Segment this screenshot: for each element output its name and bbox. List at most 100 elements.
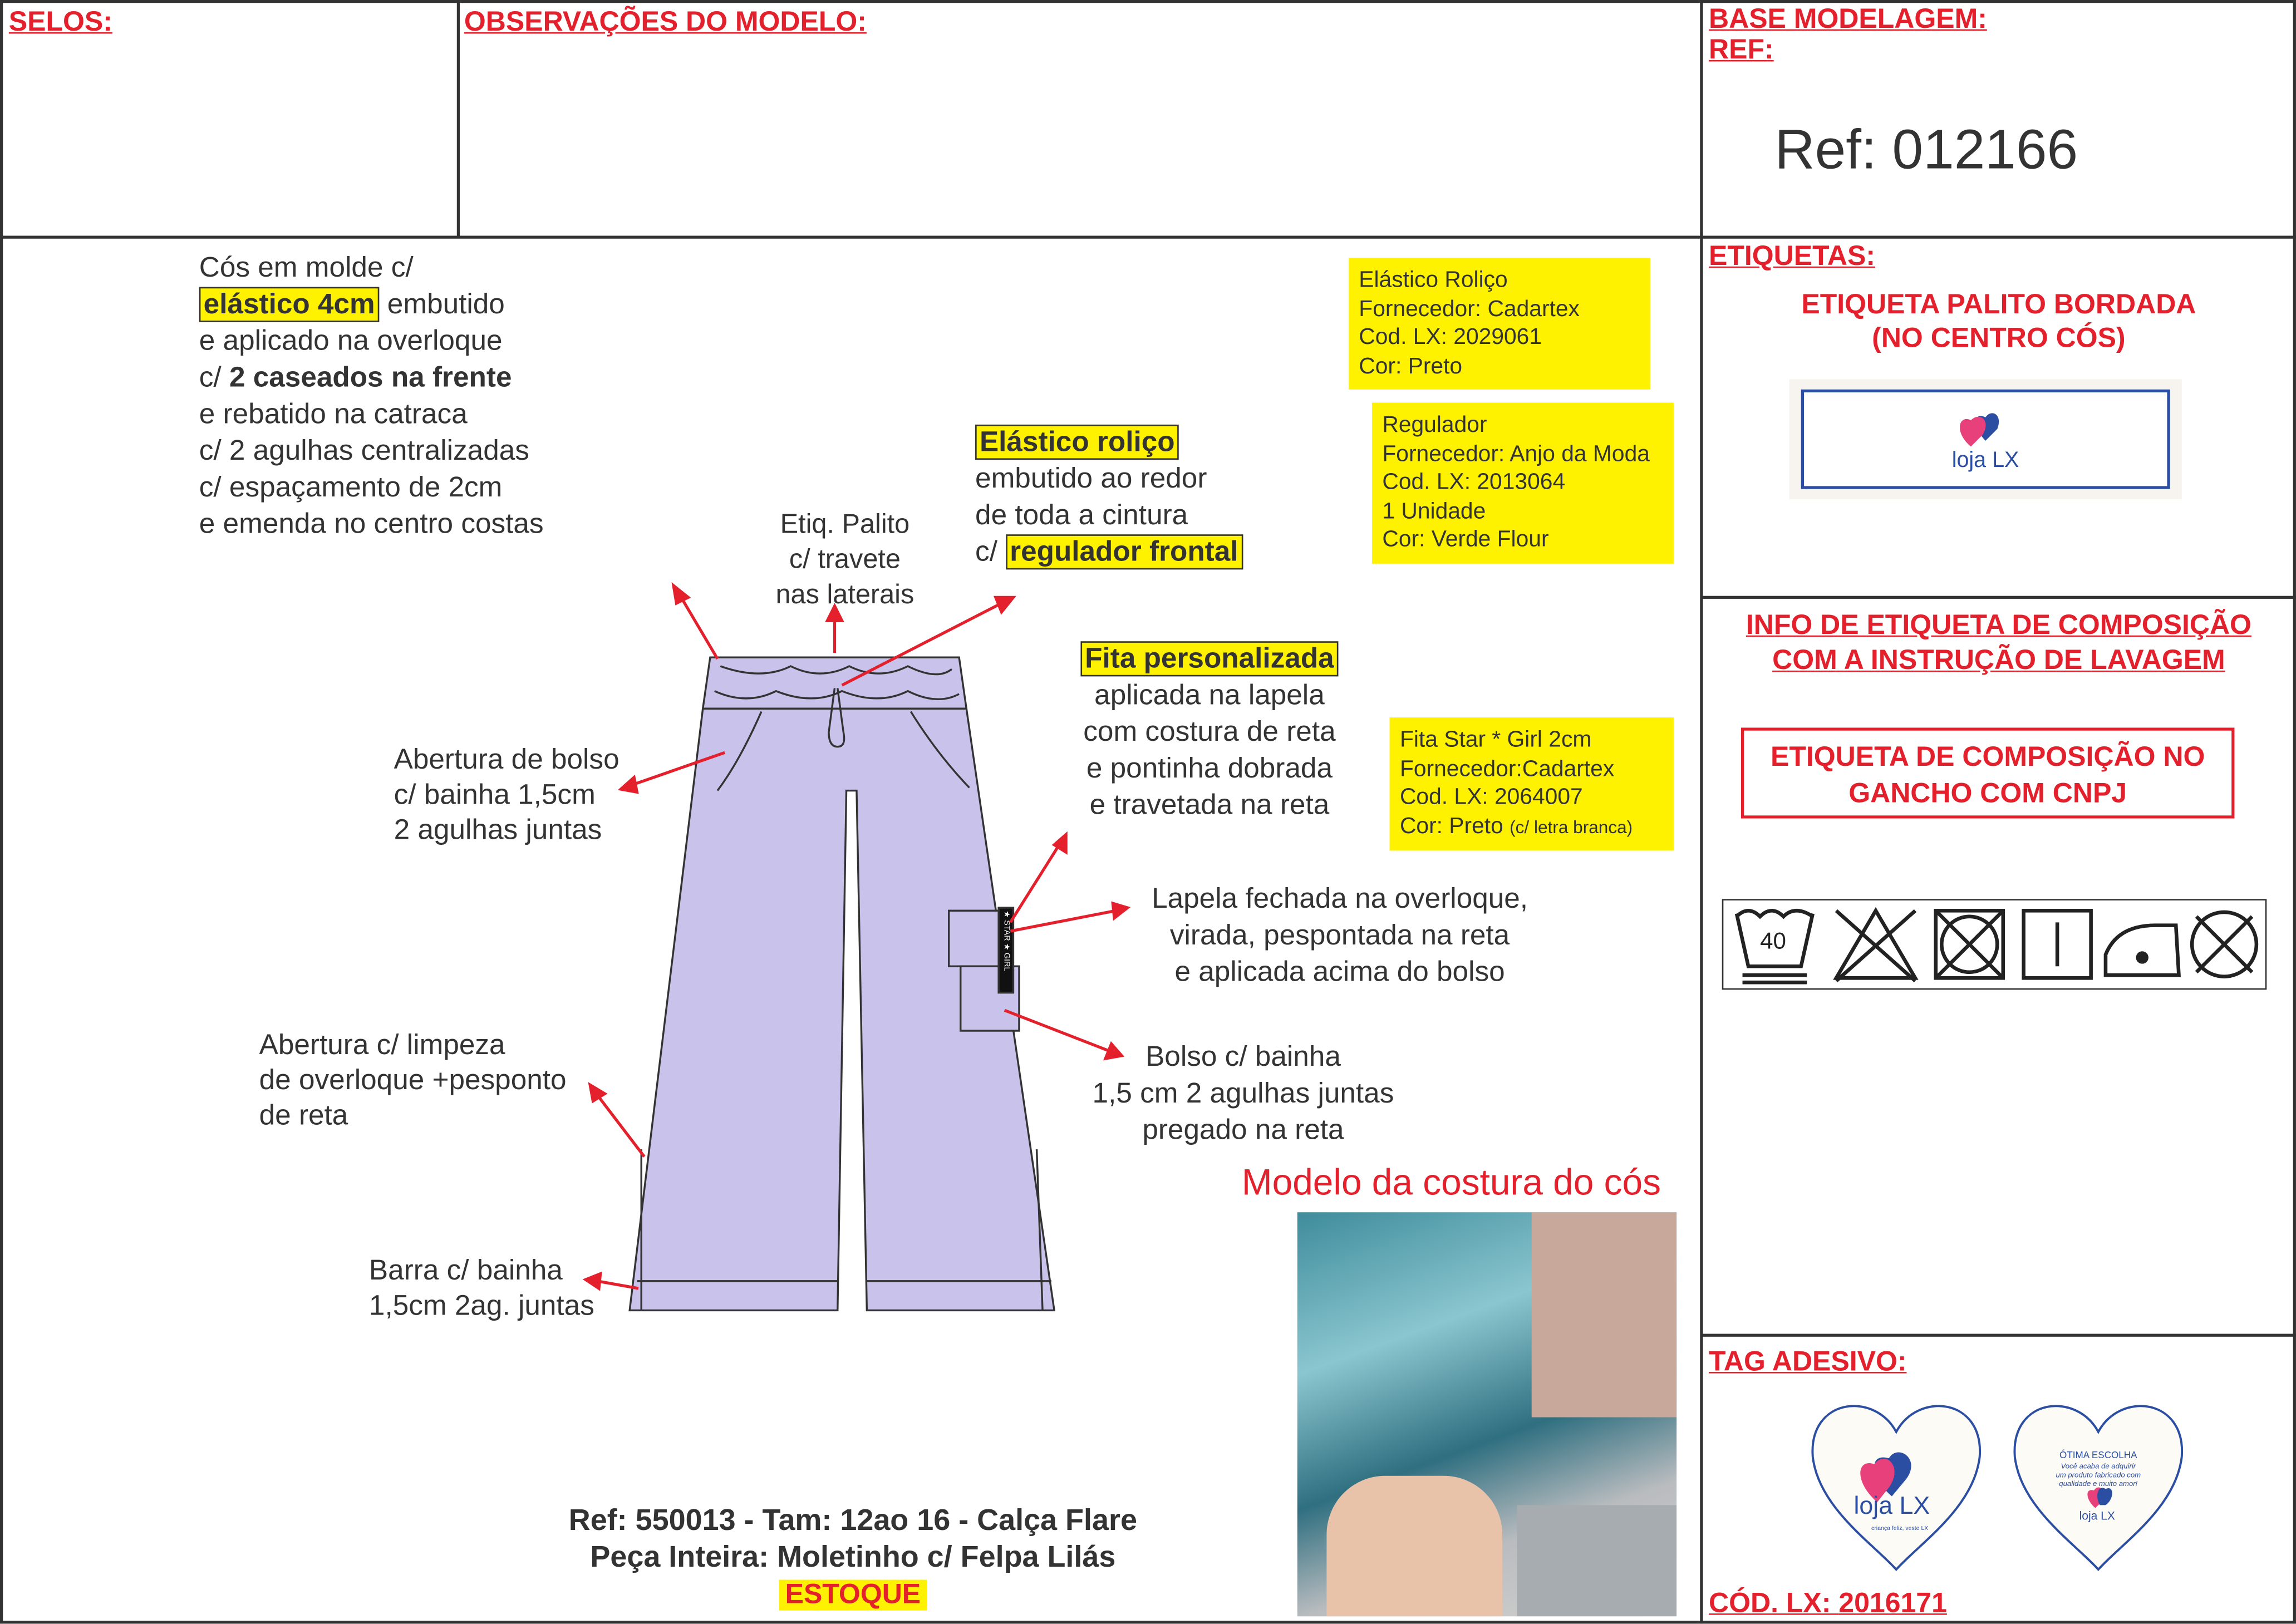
fita-tape-text: ★ STAR ★ GIRL bbox=[1002, 911, 1011, 971]
box-line: Elástico Roliço bbox=[1359, 268, 1508, 293]
footer-fabric: Peça Inteira: Moletinho c/ Felpa Lilás bbox=[590, 1540, 1116, 1574]
supplier-box-fita: Fita Star * Girl 2cm Fornecedor:Cadartex… bbox=[1389, 717, 1674, 851]
note-line: de overloque +pesponto bbox=[259, 1064, 567, 1097]
note-line: Elástico roliço bbox=[975, 424, 1242, 461]
palito-line: (NO CENTRO CÓS) bbox=[1872, 323, 2126, 355]
note-line: Fita personalizada bbox=[1043, 641, 1376, 678]
note-line: Bolso c/ bainha bbox=[1145, 1041, 1341, 1074]
highlight-elastico-4cm: elástico 4cm bbox=[199, 287, 380, 322]
note-text: c/ bbox=[975, 535, 1006, 568]
etiqueta-palito-text: ETIQUETA PALITO BORDADA (NO CENTRO CÓS) bbox=[1702, 288, 2296, 356]
note-etiq-palito: Etiq. Palito c/ travete nas laterais bbox=[750, 506, 940, 612]
highlight-fita: Fita personalizada bbox=[1080, 641, 1339, 677]
line-dry-icon bbox=[2022, 909, 2093, 980]
note-line: c/ travete bbox=[789, 543, 901, 574]
note-line: e travetada na reta bbox=[1089, 789, 1330, 821]
note-line: c/ espaçamento de 2cm bbox=[199, 471, 503, 504]
cod-lx-label: CÓD. LX: bbox=[1709, 1588, 1839, 1620]
note-line: Abertura de bolso bbox=[394, 744, 620, 776]
base-modelagem-header: BASE MODELAGEM: REF: bbox=[1709, 4, 1987, 66]
supplier-box-elastico: Elástico Roliço Fornecedor: Cadartex Cod… bbox=[1348, 258, 1650, 390]
note-line: c/ regulador frontal bbox=[975, 534, 1243, 571]
box-line: Fornecedor: Anjo da Moda bbox=[1382, 441, 1650, 466]
note-line: e pontinha dobrada bbox=[1086, 752, 1333, 785]
label-preview: loja LX bbox=[1789, 379, 2182, 500]
note-line: de toda a cintura bbox=[975, 499, 1188, 532]
no-dry-clean-icon bbox=[2190, 910, 2259, 978]
note-line: e aplicado na overloque bbox=[199, 325, 503, 357]
composicao-line: GANCHO COM CNPJ bbox=[1848, 779, 2127, 810]
box-text: Cor: Preto bbox=[1399, 813, 1510, 839]
care-symbols: 40 bbox=[1722, 899, 2267, 990]
no-bleach-icon bbox=[1833, 907, 1919, 983]
note-elastico: Elástico roliço embutido ao redor de tod… bbox=[975, 424, 1243, 571]
note-line: elástico 4cm embutido bbox=[199, 287, 544, 324]
note-line: pregado na reta bbox=[1142, 1114, 1344, 1146]
footer-ref: Ref: 550013 - Tam: 12ao 16 - Calça Flare bbox=[568, 1503, 1137, 1538]
note-line: e rebatido na catraca bbox=[199, 398, 468, 431]
info-composicao-header: INFO DE ETIQUETA DE COMPOSIÇÃO COM A INS… bbox=[1702, 609, 2296, 679]
loja-lx-logo: loja LX bbox=[1952, 413, 2019, 472]
divider bbox=[1701, 1333, 2296, 1337]
note-line: c/ bainha 1,5cm bbox=[394, 779, 596, 811]
box-line: Fornecedor: Cadartex bbox=[1359, 296, 1580, 322]
modelo-costura-title: Modelo da costura do cós bbox=[1241, 1162, 1661, 1204]
wash-40-icon: 40 bbox=[1734, 909, 1815, 985]
divider bbox=[2293, 0, 2296, 1624]
composicao-line: ETIQUETA DE COMPOSIÇÃO NO bbox=[1771, 742, 2205, 774]
box-text-small: (c/ letra branca) bbox=[1510, 816, 1633, 837]
box-line: Cor: Verde Flour bbox=[1382, 527, 1549, 552]
note-cos: Cós em molde c/ elástico 4cm embutido e … bbox=[199, 250, 544, 543]
note-abertura-bolso: Abertura de bolso c/ bainha 1,5cm 2 agul… bbox=[394, 742, 620, 848]
supplier-box-regulador: Regulador Fornecedor: Anjo da Moda Cod. … bbox=[1371, 402, 1674, 563]
note-barra: Barra c/ bainha 1,5cm 2ag. juntas bbox=[369, 1253, 594, 1323]
base-modelagem-label: BASE MODELAGEM: bbox=[1709, 4, 1987, 36]
svg-text:loja LX: loja LX bbox=[1952, 447, 2019, 472]
estoque-badge: ESTOQUE bbox=[779, 1579, 927, 1611]
observacoes-header: OBSERVAÇÕES DO MODELO: bbox=[464, 7, 867, 38]
tag-adesivo-header: TAG ADESIVO: bbox=[1709, 1347, 1907, 1378]
note-line: Etiq. Palito bbox=[780, 508, 910, 539]
hang-tag-line: qualidade e muito amor! bbox=[2059, 1479, 2137, 1488]
note-bold: 2 caseados na frente bbox=[229, 361, 512, 394]
note-text: embutido bbox=[379, 288, 505, 321]
box-line: Cor: Preto bbox=[1359, 353, 1463, 379]
note-line: virada, pespontada na reta bbox=[1169, 919, 1510, 952]
box-line: 1 Unidade bbox=[1382, 498, 1486, 524]
highlight-elastico-rolico: Elástico roliço bbox=[975, 424, 1179, 460]
info-line: INFO DE ETIQUETA DE COMPOSIÇÃO bbox=[1746, 611, 2251, 642]
footer-estoque-wrap: ESTOQUE bbox=[483, 1576, 1223, 1613]
divider bbox=[0, 1621, 2296, 1624]
selos-header: SELOS: bbox=[8, 7, 112, 38]
iron-low-icon bbox=[2103, 923, 2181, 977]
annotation-arrows bbox=[582, 582, 1131, 1291]
divider bbox=[456, 0, 460, 238]
hang-tag-line: um produto fabricado com bbox=[2056, 1470, 2141, 1479]
box-line: Cod. LX: 2013064 bbox=[1382, 470, 1566, 495]
model-footer: Ref: 550013 - Tam: 12ao 16 - Calça Flare… bbox=[483, 1502, 1223, 1613]
box-line: Fornecedor:Cadartex bbox=[1399, 756, 1615, 781]
note-line: Abertura c/ limpeza bbox=[259, 1029, 505, 1062]
note-line: Lapela fechada na overloque, bbox=[1152, 883, 1528, 916]
hang-tag-title: ÓTIMA ESCOLHA bbox=[2059, 1450, 2137, 1460]
etiquetas-header: ETIQUETAS: bbox=[1709, 242, 1876, 273]
divider bbox=[1700, 0, 1703, 1624]
waistband-photo bbox=[1297, 1212, 1677, 1617]
info-line: COM A INSTRUÇÃO DE LAVAGEM bbox=[1772, 646, 2225, 677]
note-line: com costura de reta bbox=[1083, 716, 1336, 749]
box-line: Cod. LX: 2029061 bbox=[1359, 325, 1542, 350]
note-text: c/ bbox=[199, 361, 229, 394]
divider bbox=[0, 0, 2296, 3]
svg-text:loja LX: loja LX bbox=[2079, 1510, 2115, 1523]
heart-tag-front: loja LX criança feliz, veste LX bbox=[1811, 1405, 1981, 1572]
no-tumble-dry-icon bbox=[1934, 909, 2005, 980]
palito-line: ETIQUETA PALITO BORDADA bbox=[1801, 289, 2196, 321]
note-bolso: Bolso c/ bainha 1,5 cm 2 agulhas juntas … bbox=[1060, 1040, 1427, 1149]
cod-lx: CÓD. LX: 2016171 bbox=[1709, 1588, 1947, 1621]
logo-tagline: criança feliz, veste LX bbox=[1871, 1525, 1928, 1532]
logo-brand: loja LX bbox=[1853, 1492, 1930, 1519]
box-line: Cod. LX: 2064007 bbox=[1399, 785, 1583, 810]
box-line: Fita Star * Girl 2cm bbox=[1399, 727, 1592, 753]
note-line: de reta bbox=[259, 1099, 348, 1132]
